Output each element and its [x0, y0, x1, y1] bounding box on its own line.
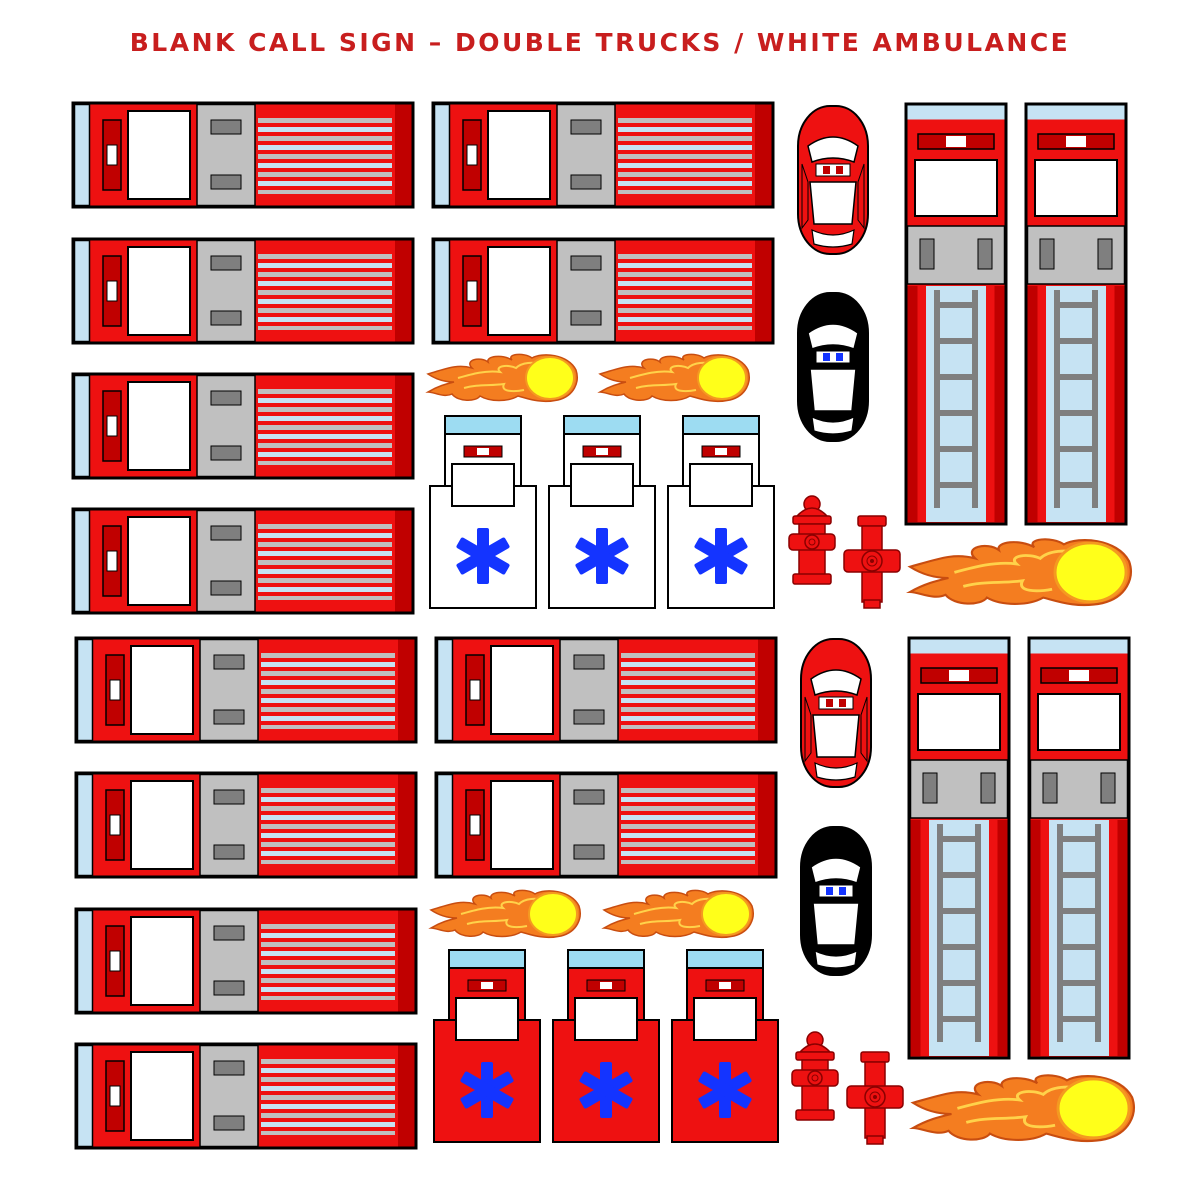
- ladder-truck-sticker: [907, 636, 1011, 1060]
- fire-truck-sticker: [71, 507, 415, 615]
- fireball-sticker: [911, 1073, 1136, 1143]
- fire-truck-sticker: [74, 636, 418, 744]
- white-ambulance-sticker: [429, 415, 537, 609]
- fireball-sticker: [599, 353, 751, 403]
- fire-hydrant-sticker: [846, 1051, 904, 1145]
- fire-truck-sticker: [74, 907, 418, 1015]
- ladder-truck-sticker: [904, 102, 1008, 526]
- fire-truck-sticker: [431, 101, 775, 209]
- fireball-sticker: [430, 889, 582, 939]
- fire-truck-sticker: [434, 771, 778, 879]
- fire-truck-sticker: [71, 237, 415, 345]
- fireball-sticker: [427, 353, 579, 403]
- chief-car-sticker: [800, 638, 872, 788]
- red-ambulance-sticker: [552, 949, 660, 1143]
- fire-hydrant-sticker: [788, 495, 836, 585]
- chief-car-sticker: [797, 105, 869, 255]
- fire-truck-sticker: [71, 372, 415, 480]
- red-ambulance-sticker: [433, 949, 541, 1143]
- white-ambulance-sticker: [548, 415, 656, 609]
- ladder-truck-sticker: [1024, 102, 1128, 526]
- fire-hydrant-sticker: [791, 1031, 839, 1121]
- fire-hydrant-sticker: [843, 515, 901, 609]
- police-car-sticker: [797, 292, 869, 442]
- police-car-sticker: [800, 826, 872, 976]
- fireball-sticker: [908, 537, 1133, 607]
- fire-truck-sticker: [71, 101, 415, 209]
- fire-truck-sticker: [74, 1042, 418, 1150]
- fireball-sticker: [603, 889, 755, 939]
- fire-truck-sticker: [434, 636, 778, 744]
- white-ambulance-sticker: [667, 415, 775, 609]
- red-ambulance-sticker: [671, 949, 779, 1143]
- ladder-truck-sticker: [1027, 636, 1131, 1060]
- fire-truck-sticker: [431, 237, 775, 345]
- sheet-title: BLANK CALL SIGN – DOUBLE TRUCKS / WHITE …: [129, 28, 1071, 57]
- fire-truck-sticker: [74, 771, 418, 879]
